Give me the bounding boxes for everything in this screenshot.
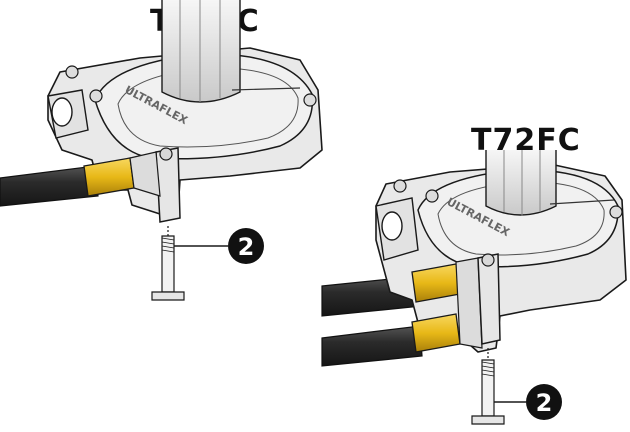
callout-badge	[228, 228, 264, 264]
helm-assembly-t72fc: ULTRAFLEX 2	[321, 150, 627, 425]
helm-shaft	[485, 150, 557, 216]
helm-shaft	[161, 0, 241, 103]
steering-cable-lower	[321, 325, 423, 367]
callout-number: 2	[238, 233, 255, 261]
clamp-screw-head	[481, 253, 495, 267]
housing-screw	[425, 189, 439, 203]
housing-screw	[393, 179, 407, 193]
clamp-screw-head	[159, 147, 173, 161]
housing-screw	[89, 89, 103, 103]
callout-number: 2	[536, 389, 553, 417]
cable-port-hole	[381, 211, 403, 241]
housing-screw	[303, 93, 317, 107]
cable-clamp	[477, 253, 501, 345]
housing-screw	[65, 65, 79, 79]
cable-port-hole	[51, 97, 73, 127]
clamp-bolt	[471, 348, 505, 425]
clamp-bolt	[151, 226, 185, 301]
steering-cable	[0, 165, 99, 207]
helm-assembly-t71fc: ULTRAFLEX 2	[0, 0, 323, 301]
callout-badge	[526, 384, 562, 420]
housing-screw	[609, 205, 623, 219]
